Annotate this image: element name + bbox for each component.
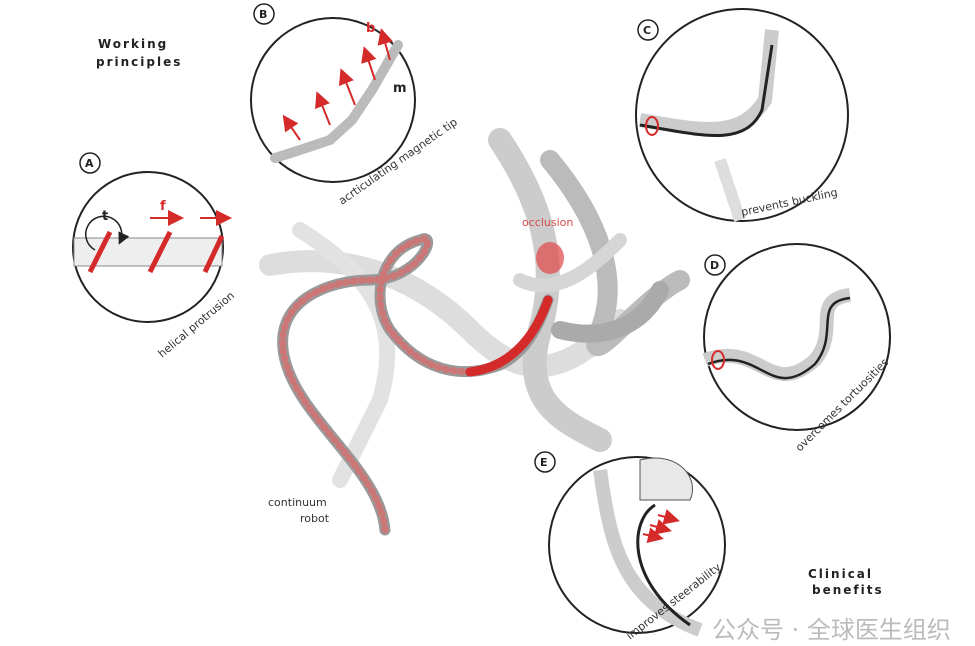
- clinical-benefits-heading: Clinical benefits: [808, 567, 884, 597]
- center-robot-1: robot: [300, 512, 330, 525]
- panel-b-letter: B: [259, 8, 267, 21]
- panel-d: D overcomes tortuosities: [702, 243, 891, 454]
- magnetic-field-label: b: [366, 21, 375, 36]
- headings-working-1: principles: [96, 55, 182, 69]
- panel-a: t f A helical protrusion: [72, 152, 237, 360]
- continuum-robot-label: continuum robot: [268, 496, 330, 525]
- headings-working-0: Working: [98, 37, 168, 51]
- panel-e-letter: E: [540, 456, 548, 469]
- panel-d-letter: D: [710, 259, 719, 272]
- panel-e: E improves steerability: [534, 451, 726, 642]
- panel-c-letter: C: [643, 24, 651, 37]
- occlusion-label: occlusion: [522, 216, 573, 229]
- vessel-network: [259, 128, 690, 488]
- torque-label: t: [102, 209, 108, 224]
- force-label: f: [160, 199, 166, 214]
- panel-c: C prevents buckling: [635, 8, 849, 222]
- occlusion-blob: [536, 242, 564, 274]
- center-robot-0: continuum: [268, 496, 327, 509]
- panel-b: b m B acrticulating magnetic tip: [250, 3, 460, 207]
- working-principles-heading: Working principles: [96, 37, 182, 69]
- panel-a-letter: A: [85, 157, 94, 170]
- moment-label: m: [393, 81, 407, 96]
- watermark: 公众号 · 全球医生组织: [712, 616, 951, 644]
- headings-clinical-1: benefits: [812, 583, 884, 597]
- continuum-robot: [277, 233, 554, 536]
- headings-clinical-0: Clinical: [808, 567, 873, 581]
